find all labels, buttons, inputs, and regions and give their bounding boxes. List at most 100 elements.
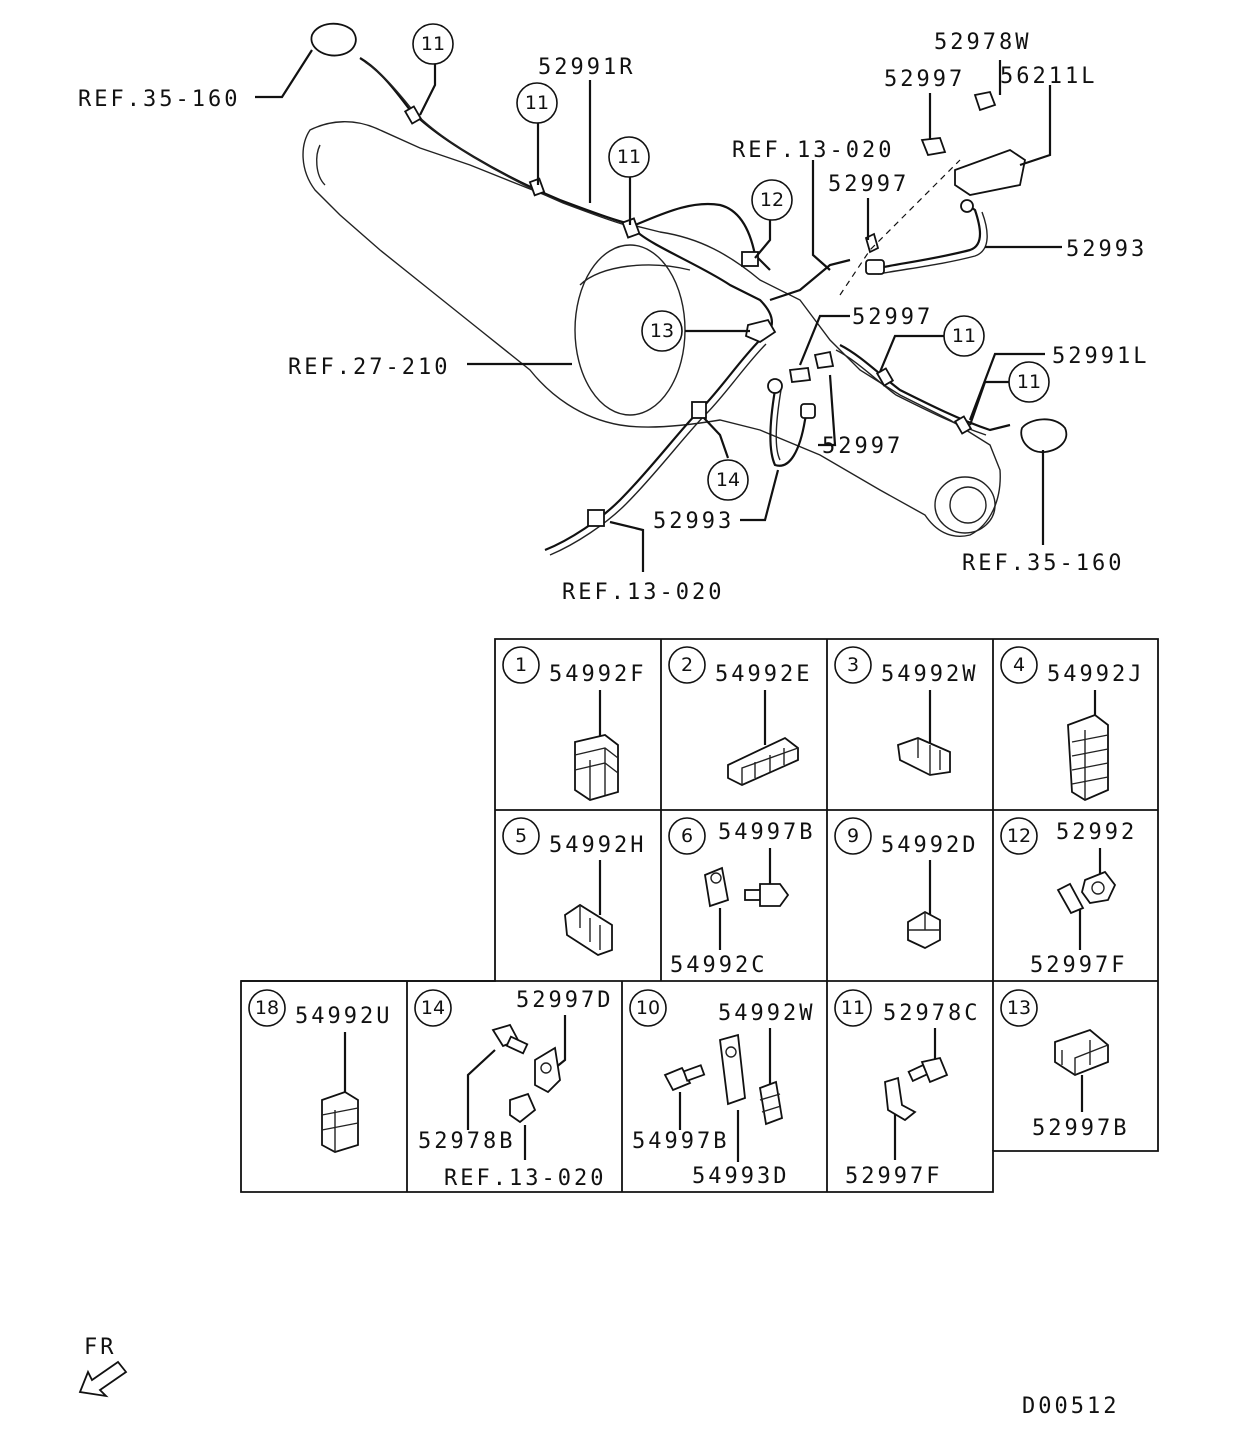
label-52997-c: 52997 bbox=[852, 305, 933, 330]
hose-end-lower-a bbox=[767, 378, 783, 394]
clip-icon-54992D bbox=[907, 910, 941, 950]
part-54992W: 54992W bbox=[881, 662, 978, 687]
cell-10: 10 54992W 54997B 54993D bbox=[629, 989, 812, 1189]
cell-13: 13 52997B bbox=[1000, 989, 1126, 1141]
svg-text:1: 1 bbox=[515, 654, 527, 676]
svg-text:11: 11 bbox=[525, 92, 549, 114]
clip-12 bbox=[741, 251, 759, 267]
svg-text:6: 6 bbox=[681, 825, 693, 847]
main-illustration: REF.35-160 52991R REF.13-020 52978W 5299… bbox=[78, 22, 1147, 605]
part-54992H: 54992H bbox=[549, 833, 646, 858]
part-ref-13-020-cell: REF.13-020 bbox=[444, 1166, 606, 1191]
axle-flange-left bbox=[316, 144, 326, 186]
hose-52993-upper bbox=[877, 204, 982, 270]
label-52978W: 52978W bbox=[934, 30, 1031, 55]
clip-11-a bbox=[403, 105, 423, 125]
part-52997F-12: 52997F bbox=[1030, 953, 1127, 978]
guide-dash bbox=[839, 159, 961, 296]
front-arrow-icon bbox=[78, 1360, 128, 1398]
bolt-icon-52978B bbox=[491, 1023, 529, 1055]
housing-detail bbox=[579, 264, 691, 286]
parts-grid bbox=[240, 638, 1159, 1193]
part-52978C: 52978C bbox=[883, 1001, 980, 1026]
clip-52997-top bbox=[920, 137, 947, 157]
brake-line-center bbox=[634, 229, 774, 331]
front-indicator-label: FR bbox=[84, 1335, 117, 1360]
svg-text:9: 9 bbox=[847, 825, 859, 847]
bracket-icon-52997D bbox=[534, 1046, 561, 1094]
part-54993D: 54993D bbox=[692, 1164, 789, 1189]
clip-icon-52997B bbox=[1054, 1028, 1109, 1077]
clip-52997-mid bbox=[788, 367, 812, 383]
clip-14 bbox=[691, 401, 707, 419]
callout-11-b: 11 bbox=[516, 82, 558, 124]
front-indicator: FR bbox=[78, 1335, 128, 1398]
cell-4: 4 54992J bbox=[1000, 646, 1144, 802]
callout-11-e: 11 bbox=[1008, 361, 1050, 403]
cell-5: 5 54992H bbox=[502, 817, 646, 956]
clip-icon-52992 bbox=[1081, 870, 1117, 904]
svg-text:14: 14 bbox=[421, 997, 445, 1019]
grommet-icon-14 bbox=[509, 1092, 537, 1124]
clip-icon-54992E bbox=[727, 736, 799, 786]
bracket-icon-54993D bbox=[719, 1033, 746, 1106]
label-ref-35-160-left: REF.35-160 bbox=[78, 87, 240, 112]
label-56211L: 56211L bbox=[1000, 64, 1097, 89]
clip-11-c bbox=[621, 217, 641, 239]
label-ref-27-210: REF.27-210 bbox=[288, 355, 450, 380]
label-52991R: 52991R bbox=[538, 55, 635, 80]
callout-11-a: 11 bbox=[412, 23, 454, 65]
label-ref-13-020-top: REF.13-020 bbox=[732, 138, 894, 163]
svg-text:12: 12 bbox=[760, 189, 784, 211]
brake-line-down-b bbox=[549, 343, 767, 556]
brake-line-52991R-b bbox=[364, 61, 638, 229]
axle-flange bbox=[934, 476, 996, 534]
axle-housing bbox=[302, 121, 1001, 537]
part-54992C-6: 54992C bbox=[670, 953, 767, 978]
svg-text:11: 11 bbox=[1017, 371, 1041, 393]
left-hose-fitting bbox=[310, 22, 357, 57]
callout-11-d: 11 bbox=[943, 315, 985, 357]
bolt-icon-54997B-10 bbox=[663, 1064, 706, 1092]
svg-text:12: 12 bbox=[1007, 825, 1031, 847]
clip-icon-52997F-12 bbox=[1056, 882, 1085, 915]
part-54997B-10: 54997B bbox=[632, 1129, 729, 1154]
part-54992J: 54992J bbox=[1047, 662, 1144, 687]
label-ref-35-160-right: REF.35-160 bbox=[962, 551, 1124, 576]
brake-line-52991L bbox=[839, 344, 1011, 432]
clip-icon-54992W-10 bbox=[758, 1080, 784, 1126]
svg-text:11: 11 bbox=[421, 33, 445, 55]
right-hose-fitting bbox=[1020, 418, 1068, 453]
hose-end-upper bbox=[960, 199, 974, 213]
brake-line-to-13 bbox=[769, 258, 851, 302]
svg-text:13: 13 bbox=[1007, 997, 1031, 1019]
cell-6: 6 54997B 54992C bbox=[668, 817, 812, 978]
svg-text:18: 18 bbox=[255, 997, 279, 1019]
hose-end-lower-b bbox=[800, 403, 816, 419]
clip-bottom bbox=[587, 509, 605, 527]
callout-11-c: 11 bbox=[608, 136, 650, 178]
label-ref-13-020-bottom: REF.13-020 bbox=[562, 580, 724, 605]
callout-14: 14 bbox=[707, 459, 749, 501]
brake-line-down bbox=[544, 339, 761, 552]
svg-text:11: 11 bbox=[841, 997, 865, 1019]
label-52993-a: 52993 bbox=[1066, 237, 1147, 262]
cell-11: 11 52978C 52997F bbox=[834, 989, 980, 1189]
bracket-icon-54992C bbox=[703, 866, 730, 908]
svg-text:10: 10 bbox=[636, 997, 660, 1019]
label-52997-a: 52997 bbox=[884, 67, 965, 92]
clip-icon-54992J bbox=[1067, 713, 1109, 802]
svg-text:11: 11 bbox=[617, 146, 641, 168]
hose-fitting-upper bbox=[865, 259, 885, 275]
bracket-56211L bbox=[954, 148, 1027, 196]
svg-text:11: 11 bbox=[952, 325, 976, 347]
part-52978B: 52978B bbox=[418, 1129, 515, 1154]
callout-12: 12 bbox=[751, 179, 793, 221]
diagram-id: D00512 bbox=[1022, 1394, 1119, 1419]
clip-11-b bbox=[528, 177, 546, 197]
part-54992D: 54992D bbox=[881, 833, 978, 858]
cell-12: 12 52992 52997F bbox=[1000, 817, 1134, 978]
svg-text:4: 4 bbox=[1013, 654, 1025, 676]
svg-text:13: 13 bbox=[650, 320, 674, 342]
